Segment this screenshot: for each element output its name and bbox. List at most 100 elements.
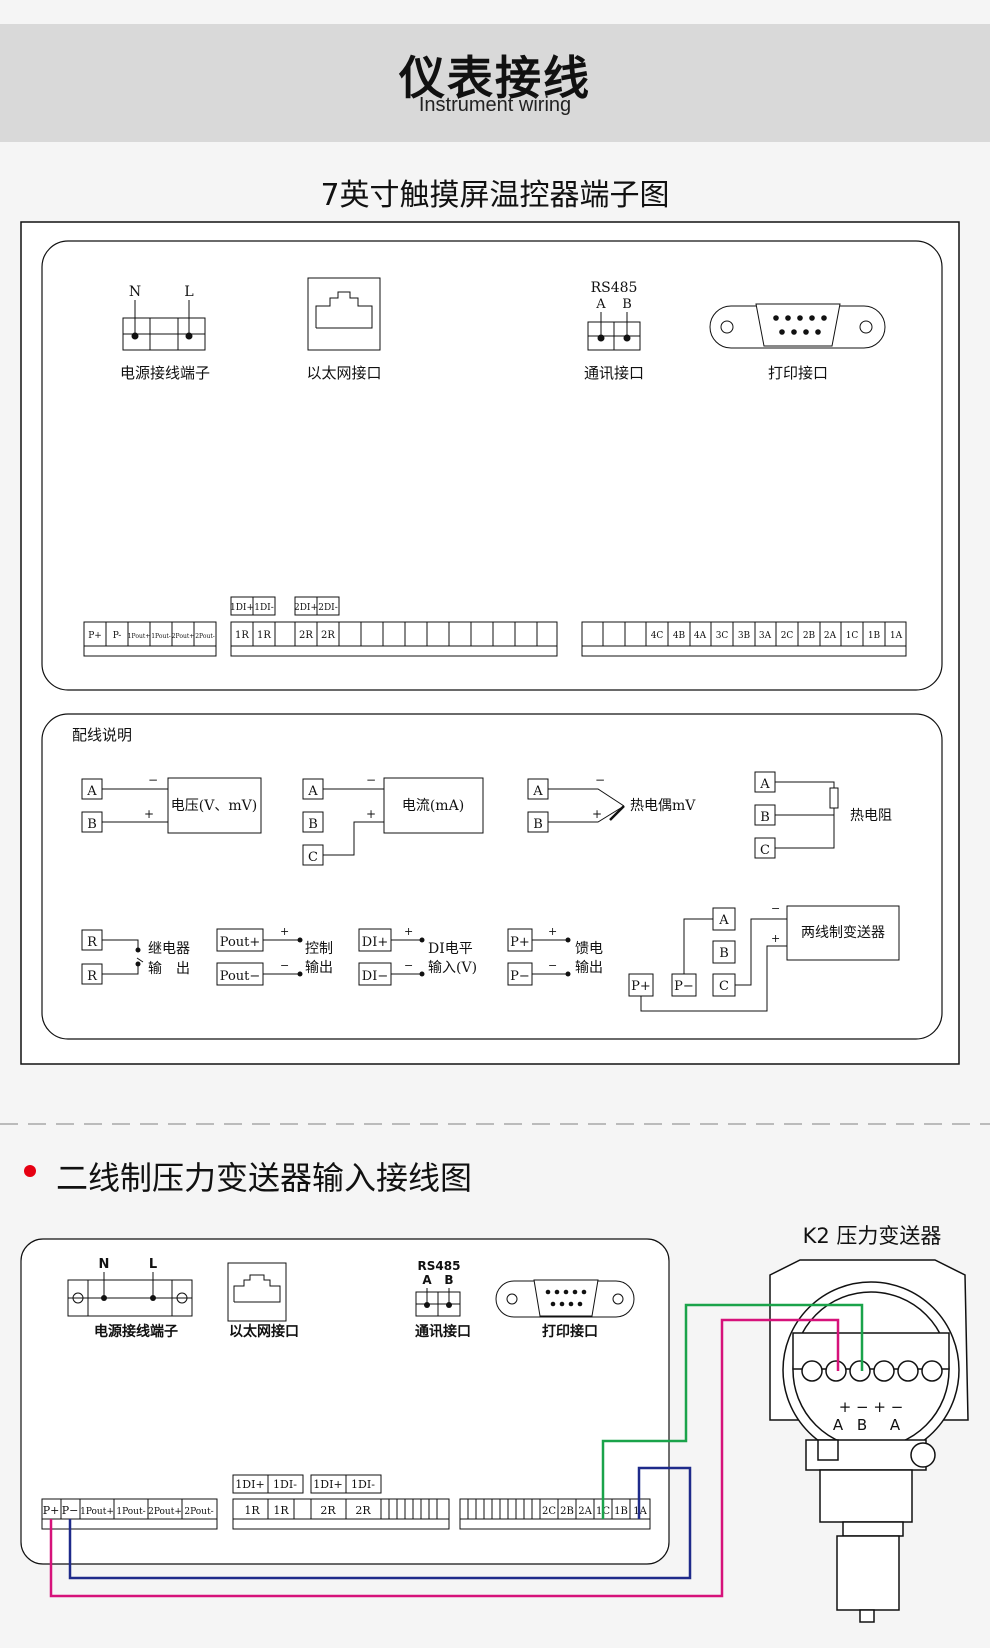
transmitter-b-label: B — [857, 1416, 867, 1434]
terminal-panel — [41, 240, 943, 691]
p-plus-label: P+ — [631, 979, 651, 994]
power-n-label: N — [129, 284, 141, 300]
terminal-dot-icon — [297, 937, 303, 943]
power-terminal-2: N L — [67, 1257, 193, 1317]
printer-port-icon — [709, 303, 886, 349]
control-output-wiring — [216, 928, 298, 986]
terminal-label: 1A — [890, 631, 903, 641]
two-wire-transmitter-wiring — [628, 905, 900, 1012]
feed-label: 馈电 — [575, 941, 603, 957]
terminal-b-label: B — [308, 817, 318, 832]
di-plus-label: DI+ — [362, 935, 388, 950]
di-input-wiring — [358, 928, 420, 986]
pout-minus-label: Pout− — [220, 969, 261, 984]
terminal-label: 2B — [803, 631, 816, 641]
relay-wiring — [81, 929, 144, 985]
terminal-a-label: A — [718, 913, 729, 928]
comm-label-2: 通讯接口 — [415, 1323, 471, 1340]
plus-label: + — [592, 807, 602, 821]
terminal-label: 3C — [716, 631, 729, 641]
terminal-label: 1R — [235, 630, 249, 641]
terminal-label: 2C — [781, 631, 794, 641]
power-terminal-label-2: 电源接线端子 — [94, 1323, 178, 1340]
transmitter-signs: + − + − — [839, 1398, 904, 1416]
control-label: 控制 — [305, 941, 333, 957]
transmitter-la-label: A — [890, 1416, 901, 1434]
p-plus-label: P+ — [510, 935, 530, 950]
minus-label: − — [595, 773, 605, 787]
terminal-label: 1DI- — [273, 1478, 297, 1491]
plus-label: + — [548, 925, 557, 938]
rs485-a-label: A — [422, 1273, 432, 1287]
power-terminal: N L — [122, 284, 206, 351]
terminal-label: 1B — [614, 1506, 628, 1517]
transmitter-title: K2 压力变送器 — [803, 1224, 942, 1248]
ethernet-port-icon-2 — [227, 1262, 287, 1322]
ethernet-port-icon — [307, 277, 381, 351]
printer-port-icon-2 — [495, 1279, 635, 1318]
comm-label: 通讯接口 — [584, 364, 644, 382]
minus-label: − — [771, 902, 780, 915]
di-minus-label: DI− — [362, 969, 388, 984]
terminal-label: 2Pout- — [184, 1507, 213, 1517]
rs485-terminal: RS485 A B — [587, 280, 641, 351]
terminal-b-label: B — [87, 817, 97, 832]
green-wire — [601, 1303, 864, 1519]
di-label: 输入(V) — [428, 960, 477, 976]
wiring-panel — [41, 713, 943, 1040]
terminal-label: 1Pout- — [151, 633, 171, 640]
terminal-dot-icon — [419, 937, 425, 943]
terminal-label: 2R — [320, 1504, 336, 1517]
terminal-strip-left: P+ P- 1Pout+ 1Pout- 2Pout+ 2Pout- — [83, 621, 217, 657]
terminal-label: 1Pout+ — [80, 1507, 114, 1517]
terminal-label: 2R — [299, 630, 313, 641]
thermocouple-label: 热电偶mV — [630, 798, 696, 814]
terminal-a-label: A — [307, 784, 318, 799]
terminal-label: 1Pout+ — [128, 633, 151, 640]
print-label-2: 打印接口 — [542, 1323, 598, 1340]
feed-label: 输出 — [575, 960, 603, 976]
terminal-b-label: B — [760, 810, 770, 825]
power-terminal-label: 电源接线端子 — [120, 364, 210, 382]
navy-wire — [68, 1466, 692, 1580]
minus-label: − — [548, 959, 557, 972]
plus-label: + — [144, 807, 154, 821]
terminal-label: 2A — [578, 1506, 592, 1517]
terminal-label: 4B — [673, 631, 686, 641]
ethernet-label: 以太网接口 — [306, 364, 381, 382]
terminal-strip-mid-2: 1DI+ 1DI- 1DI+ 1DI- 1R 1R 2R 2R — [232, 1474, 450, 1530]
terminal-label: 2C — [542, 1506, 556, 1517]
terminal-label: 2DI+ — [294, 603, 318, 613]
terminal-strip-left-2: P+ P− 1Pout+ 1Pout- 2Pout+ 2Pout- — [41, 1498, 218, 1530]
voltage-wiring — [81, 777, 262, 834]
ethernet-label-2: 以太网接口 — [229, 1323, 299, 1340]
relay-contact-icon — [135, 947, 141, 953]
relay-contact-icon — [135, 961, 141, 967]
terminal-b-label: B — [533, 817, 543, 832]
terminal-label: 2R — [355, 1504, 371, 1517]
terminal-r-label: R — [87, 935, 98, 950]
feed-output-wiring — [507, 928, 566, 986]
p-minus-label: P− — [510, 969, 530, 984]
terminal-r-label: R — [87, 969, 98, 984]
terminal-strip-right: 4C 4B 4A 3C 3B 3A 2C 2B 2A 1C 1B 1A — [581, 621, 907, 657]
minus-label: − — [280, 959, 289, 972]
terminal-a-label: A — [759, 777, 770, 792]
terminal-label: 2R — [321, 630, 335, 641]
terminal-label: 2B — [560, 1506, 574, 1517]
relay-label: 输 出 — [148, 961, 190, 977]
plus-label: + — [404, 925, 413, 938]
terminal-strip-right-2: 2C 2B 2A 1C 1B 1A — [459, 1498, 651, 1530]
terminal-label: P+ — [88, 631, 102, 641]
power-l-label: L — [184, 284, 193, 300]
rtd-label: 热电阻 — [850, 808, 892, 824]
page-title: 仪表接线 — [399, 51, 591, 105]
terminal-label: 2Pout+ — [148, 1507, 182, 1517]
terminal-label: 4C — [651, 631, 664, 641]
relay-label: 继电器 — [148, 941, 190, 957]
terminal-label: 1DI+ — [230, 603, 254, 613]
power-l-label: L — [149, 1257, 157, 1272]
two-wire-label: 两线制变送器 — [801, 925, 885, 941]
terminal-label: 2DI- — [318, 603, 338, 613]
terminal-dot-icon — [419, 971, 425, 977]
